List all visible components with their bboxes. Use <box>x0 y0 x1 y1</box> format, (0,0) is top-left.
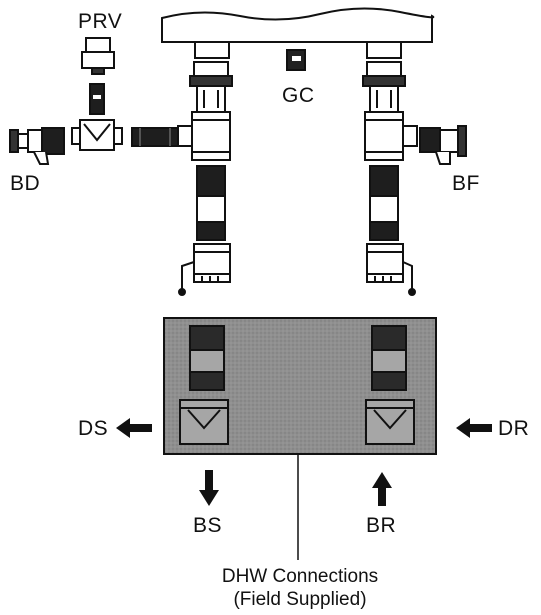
label-prv: PRV <box>78 10 123 33</box>
right-return-stack <box>362 61 418 296</box>
note-line-1: DHW Connections <box>221 566 379 587</box>
boiler-unit <box>161 7 435 59</box>
bs-arrow <box>199 470 219 506</box>
left-supply-stack <box>177 61 233 296</box>
dr-arrow <box>456 418 492 438</box>
label-ds: DS <box>78 417 109 440</box>
label-bd: BD <box>10 172 41 195</box>
gas-connection <box>286 49 306 71</box>
label-dr: DR <box>498 417 530 440</box>
left-nipple <box>131 127 179 147</box>
dhw-connections-note: DHW Connections (Field Supplied) <box>170 565 430 611</box>
note-line-2: (Field Supplied) <box>233 589 367 610</box>
label-bs: BS <box>193 514 223 537</box>
label-gc: GC <box>282 84 315 107</box>
dhw-panel <box>163 317 437 455</box>
ds-arrow <box>116 418 152 438</box>
bd-drain-valve <box>9 127 65 165</box>
prv-valve <box>71 37 123 151</box>
br-arrow <box>372 472 392 506</box>
label-bf: BF <box>452 172 480 195</box>
label-br: BR <box>366 514 397 537</box>
bf-fill-valve <box>419 125 467 165</box>
